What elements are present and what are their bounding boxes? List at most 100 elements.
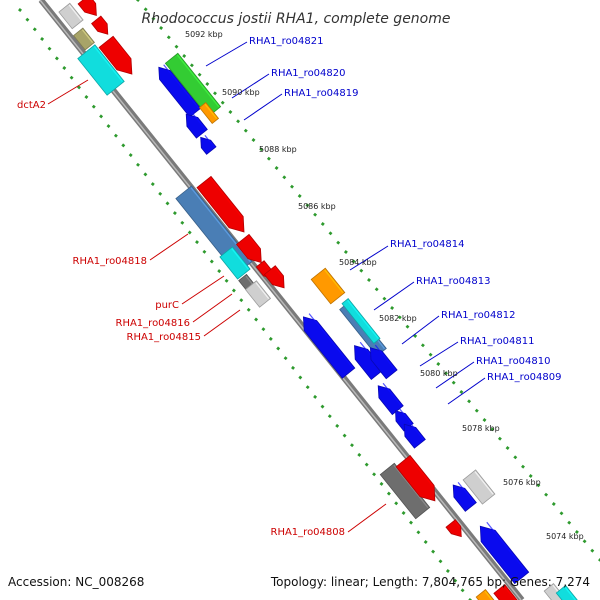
gene-shape[interactable] bbox=[377, 385, 404, 416]
guide-dot bbox=[397, 315, 402, 320]
gene-shape[interactable] bbox=[263, 265, 285, 289]
guide-dot bbox=[342, 433, 347, 438]
gene-block-cyan-mid[interactable] bbox=[341, 298, 381, 344]
scale-mark-5074: 5074 kbp bbox=[546, 532, 584, 541]
gene-arrow-red-upper[interactable] bbox=[98, 35, 133, 75]
gene-label-rha1-ro04819[interactable]: RHA1_ro04819 bbox=[284, 88, 359, 99]
scale-mark-5086: 5086 kbp bbox=[298, 202, 336, 211]
gene-highlight bbox=[486, 521, 528, 573]
gene-arrow-red-mid[interactable] bbox=[196, 175, 245, 233]
guide-dot bbox=[291, 365, 295, 370]
gene-label-rha1-ro04814[interactable]: RHA1_ro04814 bbox=[390, 239, 465, 250]
gene-shape[interactable] bbox=[341, 298, 381, 344]
guide-dot bbox=[390, 306, 395, 310]
gene-shape[interactable] bbox=[198, 102, 220, 124]
gene-label-rha1-ro04810[interactable]: RHA1_ro04810 bbox=[476, 356, 551, 367]
gene-arrow-ro04819[interactable] bbox=[185, 111, 208, 139]
guide-dot bbox=[180, 220, 185, 225]
gene-shape[interactable] bbox=[235, 233, 262, 264]
forward-guide-dots bbox=[18, 8, 472, 600]
gene-block-orange-top[interactable] bbox=[198, 102, 220, 124]
gene-label-rha1-ro04809[interactable]: RHA1_ro04809 bbox=[487, 372, 562, 383]
gene-block-purc[interactable] bbox=[219, 246, 251, 280]
gene-block-red-edge[interactable] bbox=[493, 584, 524, 600]
gene-label-dcta2[interactable]: dctA2 bbox=[17, 100, 46, 111]
guide-dot bbox=[438, 559, 443, 564]
gene-label-rha1-ro04812[interactable]: RHA1_ro04812 bbox=[441, 310, 516, 321]
gene-label-rha1-ro04818[interactable]: RHA1_ro04818 bbox=[73, 256, 148, 267]
guide-dot bbox=[351, 259, 356, 264]
gene-arrow-ro04810[interactable] bbox=[369, 344, 398, 380]
guide-dot bbox=[213, 91, 217, 96]
guide-dot bbox=[453, 578, 458, 583]
gene-shape[interactable] bbox=[196, 175, 245, 233]
gene-label-rha1-ro04820[interactable]: RHA1_ro04820 bbox=[271, 68, 346, 79]
gene-highlight bbox=[210, 177, 243, 218]
guide-dot bbox=[436, 362, 441, 366]
gene-label-rha1-ro04816[interactable]: RHA1_ro04816 bbox=[116, 318, 191, 329]
gene-arrow-blue-long[interactable] bbox=[479, 521, 530, 585]
gene-arrow-ro04813[interactable] bbox=[302, 313, 356, 379]
gene-shape[interactable] bbox=[77, 44, 125, 96]
gene-block-lightgray-top[interactable] bbox=[58, 2, 84, 30]
gene-shape[interactable] bbox=[475, 589, 498, 600]
gene-label-rha1-ro04811[interactable]: RHA1_ro04811 bbox=[460, 336, 535, 347]
guide-dot bbox=[32, 27, 37, 32]
gene-block-orange-edge[interactable] bbox=[475, 589, 498, 600]
gene-arrow-small-blue-3[interactable] bbox=[403, 421, 426, 449]
gene-block-olive[interactable] bbox=[73, 27, 95, 51]
gene-shape[interactable] bbox=[310, 267, 346, 305]
gene-arrow-blue-bottom[interactable] bbox=[452, 482, 477, 512]
gene-shape[interactable] bbox=[395, 454, 436, 502]
gene-shape[interactable] bbox=[219, 246, 251, 280]
scale-mark-5076: 5076 kbp bbox=[503, 478, 541, 487]
gene-label-purc[interactable]: purC bbox=[155, 300, 179, 311]
guide-dot bbox=[231, 288, 236, 293]
guide-dot bbox=[290, 184, 294, 189]
gene-block-cyan-edge[interactable] bbox=[555, 584, 579, 600]
gene-shape[interactable] bbox=[302, 316, 356, 379]
guide-dot bbox=[174, 44, 179, 49]
gene-shape[interactable] bbox=[91, 15, 109, 35]
gene-shape[interactable] bbox=[493, 584, 524, 600]
gene-highlight bbox=[474, 471, 494, 495]
gene-arrow-ro04821[interactable] bbox=[158, 64, 202, 118]
gene-label-rha1-ro04813[interactable]: RHA1_ro04813 bbox=[416, 276, 491, 287]
scale-mark-5084: 5084 kbp bbox=[339, 258, 377, 267]
gene-arrow-small-blue[interactable] bbox=[200, 135, 217, 155]
gene-label-rha1-ro04821[interactable]: RHA1_ro04821 bbox=[249, 36, 324, 47]
gene-arrow-red-bottom[interactable] bbox=[395, 454, 436, 502]
gene-highlight bbox=[112, 37, 131, 60]
gene-label-rha1-ro04815[interactable]: RHA1_ro04815 bbox=[127, 332, 202, 343]
gene-block-ro04815[interactable] bbox=[244, 280, 272, 308]
guide-dot bbox=[482, 418, 487, 422]
gene-shape[interactable] bbox=[58, 2, 84, 30]
gene-shape[interactable] bbox=[244, 280, 272, 308]
gene-shape[interactable] bbox=[98, 35, 133, 75]
gene-arrow-red-bottom-small[interactable] bbox=[445, 519, 462, 538]
guide-dot bbox=[158, 191, 163, 196]
guide-dot bbox=[401, 511, 406, 515]
gene-arrow-red-small[interactable] bbox=[91, 15, 109, 35]
guide-dot bbox=[220, 100, 225, 105]
guide-dot bbox=[276, 346, 281, 351]
gene-shape[interactable] bbox=[73, 27, 95, 51]
gene-arrow-red-lower[interactable] bbox=[263, 265, 285, 289]
gene-block-ro04814[interactable] bbox=[310, 267, 346, 305]
gene-shape[interactable] bbox=[77, 0, 97, 17]
gene-arrow-red-top[interactable] bbox=[77, 0, 97, 17]
gene-block-dcta2[interactable] bbox=[77, 44, 125, 96]
gene-highlight bbox=[274, 267, 283, 278]
scale-mark-5080: 5080 kbp bbox=[420, 369, 458, 378]
guide-dot bbox=[99, 114, 104, 119]
gene-highlight bbox=[308, 313, 354, 369]
gene-block-lightgray-bottom[interactable] bbox=[462, 469, 496, 505]
gene-arrow-ro04809[interactable] bbox=[377, 382, 404, 416]
gene-arrow-red-purc[interactable] bbox=[235, 233, 262, 264]
guide-dot bbox=[459, 390, 464, 394]
guide-dot bbox=[536, 483, 541, 488]
gene-shape[interactable] bbox=[462, 469, 496, 505]
gene-label-rha1-ro04808[interactable]: RHA1_ro04808 bbox=[271, 527, 346, 538]
guide-dot bbox=[69, 75, 74, 80]
